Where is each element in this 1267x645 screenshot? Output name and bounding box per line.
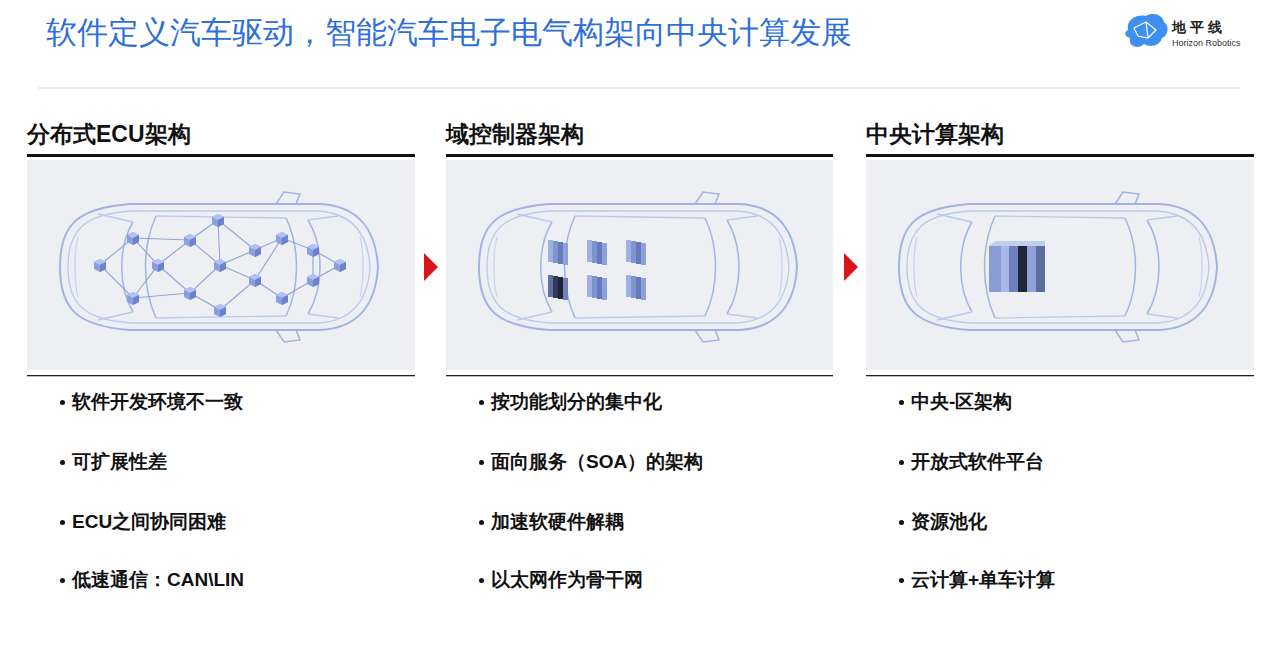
- bullet-dot: [60, 520, 65, 525]
- architecture-column: 中央计算架构中央-区架构开放式软件平台资源池化云计算+单车计算: [866, 119, 1254, 599]
- bullet-dot: [60, 578, 65, 583]
- bullet-text: 云计算+单车计算: [911, 567, 1055, 593]
- bullet-dot: [899, 460, 904, 465]
- bullet-text: 加速软硬件解耦: [491, 509, 624, 535]
- bullet-text: 面向服务（SOA）的架构: [491, 449, 703, 475]
- bullet-dot: [479, 520, 484, 525]
- arrow-head: [844, 253, 858, 281]
- column-heading: 中央计算架构: [866, 119, 1004, 150]
- arrow-head: [424, 253, 438, 281]
- bullet-text: 以太网作为骨干网: [491, 567, 643, 593]
- bullet-text: 可扩展性差: [72, 449, 167, 475]
- bullet-dot: [479, 460, 484, 465]
- bullet-text: 资源池化: [911, 509, 987, 535]
- bullet-dot: [899, 400, 904, 405]
- slide-title: 软件定义汽车驱动，智能汽车电子电气构架向中央计算发展: [46, 12, 852, 54]
- logo-text: 地平线: [1172, 19, 1226, 37]
- architecture-column: 分布式ECU架构软件开发环境不一致可扩展性差 ECU之间协同困难低速通信：CAN\…: [27, 119, 415, 599]
- column-heading: 分布式ECU架构: [27, 119, 191, 150]
- logo-text: Horizon Robotics: [1172, 38, 1241, 48]
- architecture-column: 域控制器架构按功能划分的集中化面向服务（SOA）的架构加速软硬件解耦以太网作为骨…: [446, 119, 833, 599]
- bullet-text: 软件开发环境不一致: [72, 389, 243, 415]
- flow-arrow: [839, 253, 858, 281]
- bullet-text: ECU之间协同困难: [72, 509, 226, 535]
- bullet-text: 中央-区架构: [911, 389, 1012, 415]
- flow-arrow: [421, 253, 438, 281]
- bullet-dot: [479, 578, 484, 583]
- bullet-dot: [899, 520, 904, 525]
- bullet-dot: [60, 460, 65, 465]
- column-heading: 域控制器架构: [446, 119, 584, 150]
- bullet-dot: [479, 400, 484, 405]
- bullet-dot: [899, 578, 904, 583]
- bullet-text: 低速通信：CAN\LIN: [72, 567, 244, 593]
- bullet-text: 按功能划分的集中化: [491, 389, 662, 415]
- bullet-text: 开放式软件平台: [911, 449, 1044, 475]
- bullet-dot: [60, 400, 65, 405]
